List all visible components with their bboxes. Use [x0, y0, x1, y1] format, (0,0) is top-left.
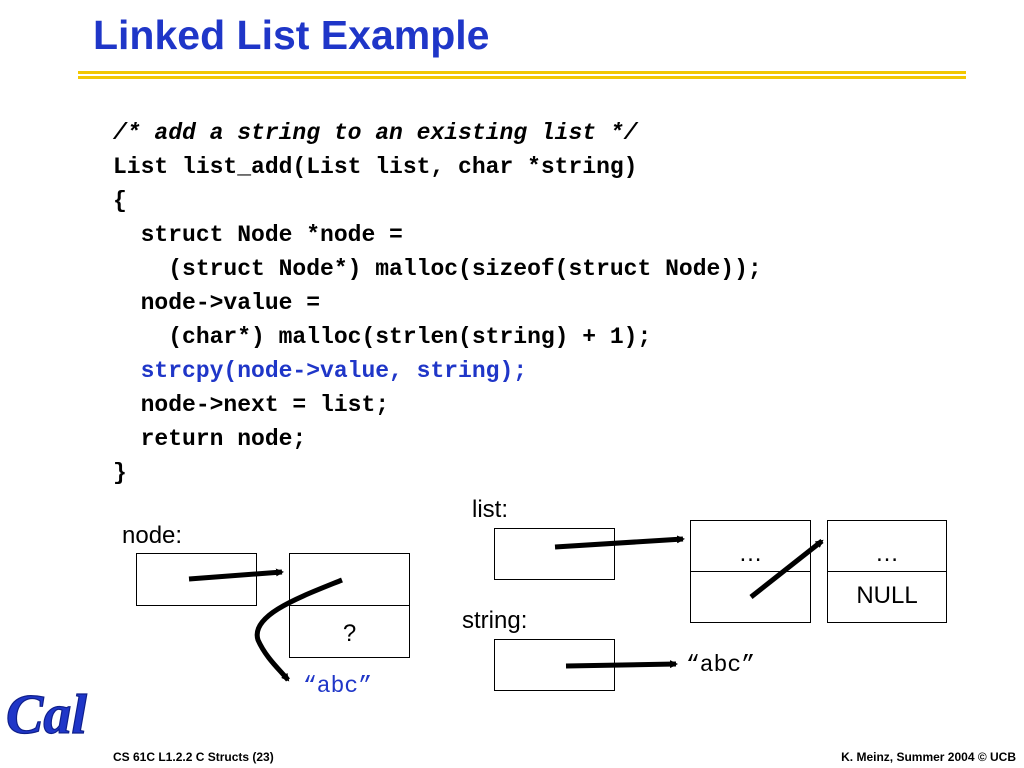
list-pointer-box — [494, 528, 615, 580]
title-rule-top — [78, 71, 966, 74]
node-next-value: ? — [342, 620, 357, 647]
cal-logo-icon: Cal — [5, 686, 88, 742]
code-line-strcpy: strcpy(node->value, string); — [113, 358, 528, 384]
list-node2-value: … — [875, 540, 899, 567]
title-rule-bottom — [78, 76, 966, 79]
code-line-value-assign: node->value = — [113, 290, 321, 316]
list-node2-next-cell — [827, 571, 947, 623]
code-block: /* add a string to an existing list */ Li… — [113, 116, 762, 490]
string-pointer-box — [494, 639, 615, 691]
list-node1-next-cell — [690, 571, 811, 623]
code-line-open-brace: { — [113, 188, 127, 214]
code-line-signature: List list_add(List list, char *string) — [113, 154, 638, 180]
list-node1-value: … — [738, 540, 763, 567]
slide-title: Linked List Example — [93, 12, 490, 58]
node-string-value: “abc” — [303, 673, 373, 699]
string-label: string: — [462, 607, 528, 634]
code-line-next-assign: node->next = list; — [113, 392, 390, 418]
code-line-node-decl: struct Node *node = — [113, 222, 403, 248]
footer-left: CS 61C L1.2.2 C Structs (23) — [113, 750, 274, 764]
code-line-comment: /* add a string to an existing list */ — [113, 120, 638, 146]
code-line-node-malloc: (struct Node*) malloc(sizeof(struct Node… — [113, 256, 762, 282]
code-line-return: return node; — [113, 426, 307, 452]
footer-right: K. Meinz, Summer 2004 © UCB — [841, 750, 1016, 764]
code-line-value-malloc: (char*) malloc(strlen(string) + 1); — [113, 324, 652, 350]
string-value: “abc” — [686, 652, 756, 678]
svg-text:Cal: Cal — [6, 686, 87, 742]
node-pointer-box — [136, 553, 257, 606]
node-label: node: — [122, 522, 183, 549]
list-label: list: — [472, 496, 508, 523]
list-node2-next-null: NULL — [856, 582, 918, 609]
code-line-close-brace: } — [113, 460, 127, 486]
node-struct-value-cell — [289, 553, 410, 606]
